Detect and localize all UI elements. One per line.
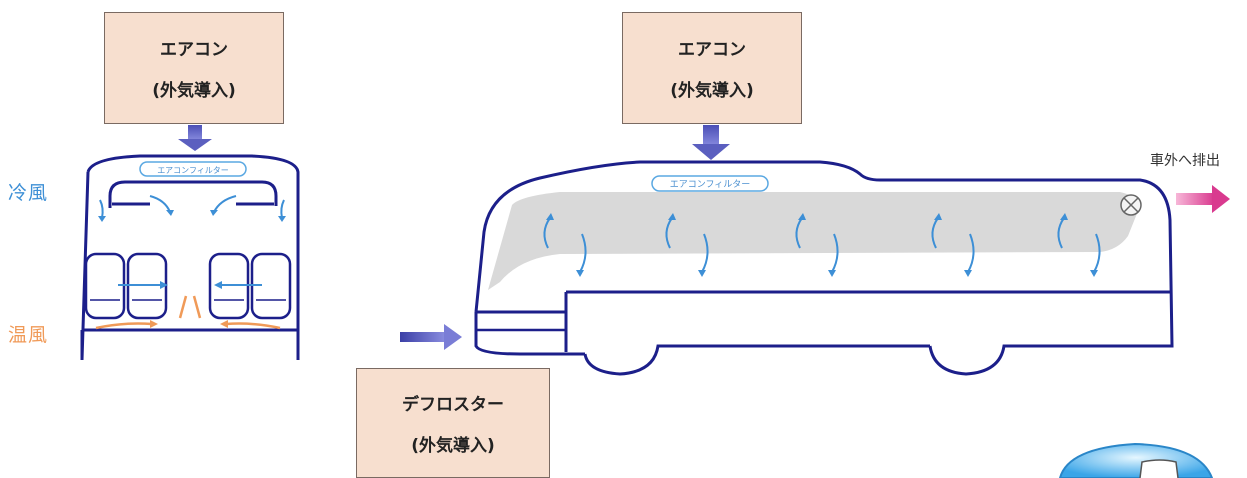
cold-air-label: 冷風	[8, 182, 49, 204]
front-ac-subtitle: (外気導入)	[152, 81, 236, 101]
side-view-bus: エアコンフィルター	[400, 125, 1230, 376]
exhaust-label: 車外へ排出	[1150, 153, 1220, 169]
side-ac-title: エアコン	[678, 40, 746, 60]
front-ac-intake-box: エアコン (外気導入)	[104, 12, 284, 124]
side-intake-arrow	[692, 125, 730, 160]
front-filter-text: エアコンフィルター	[157, 166, 229, 175]
side-ac-subtitle: (外気導入)	[670, 81, 754, 101]
front-view-bus: エアコンフィルター	[80, 125, 300, 361]
defroster-intake-arrow	[400, 324, 462, 350]
front-wheel-arch	[583, 344, 930, 376]
defroster-title: デフロスター	[402, 395, 504, 415]
side-bus-outline	[474, 160, 1174, 356]
front-warm-air-arrows	[95, 295, 281, 330]
corner-globe-decoration	[1058, 442, 1214, 478]
cabin-air-area	[488, 192, 1140, 290]
front-ac-title: エアコン	[160, 40, 228, 60]
defroster-subtitle: (外気導入)	[411, 436, 495, 456]
cabin-air-flow-arrows	[543, 217, 1101, 273]
front-cold-air-arrows	[99, 195, 285, 219]
exhaust-fan-icon	[1120, 194, 1142, 216]
defroster-intake-box: デフロスター (外気導入)	[356, 368, 550, 478]
exhaust-arrow	[1176, 185, 1230, 213]
front-filter-pill	[139, 161, 247, 177]
side-ac-intake-box: エアコン (外気導入)	[622, 12, 802, 124]
rear-wheel-arch	[928, 344, 1040, 376]
side-filter-text: エアコンフィルター	[670, 179, 751, 190]
side-filter-pill	[651, 175, 769, 192]
warm-air-label: 温風	[8, 324, 49, 346]
front-intake-arrow	[178, 125, 212, 151]
